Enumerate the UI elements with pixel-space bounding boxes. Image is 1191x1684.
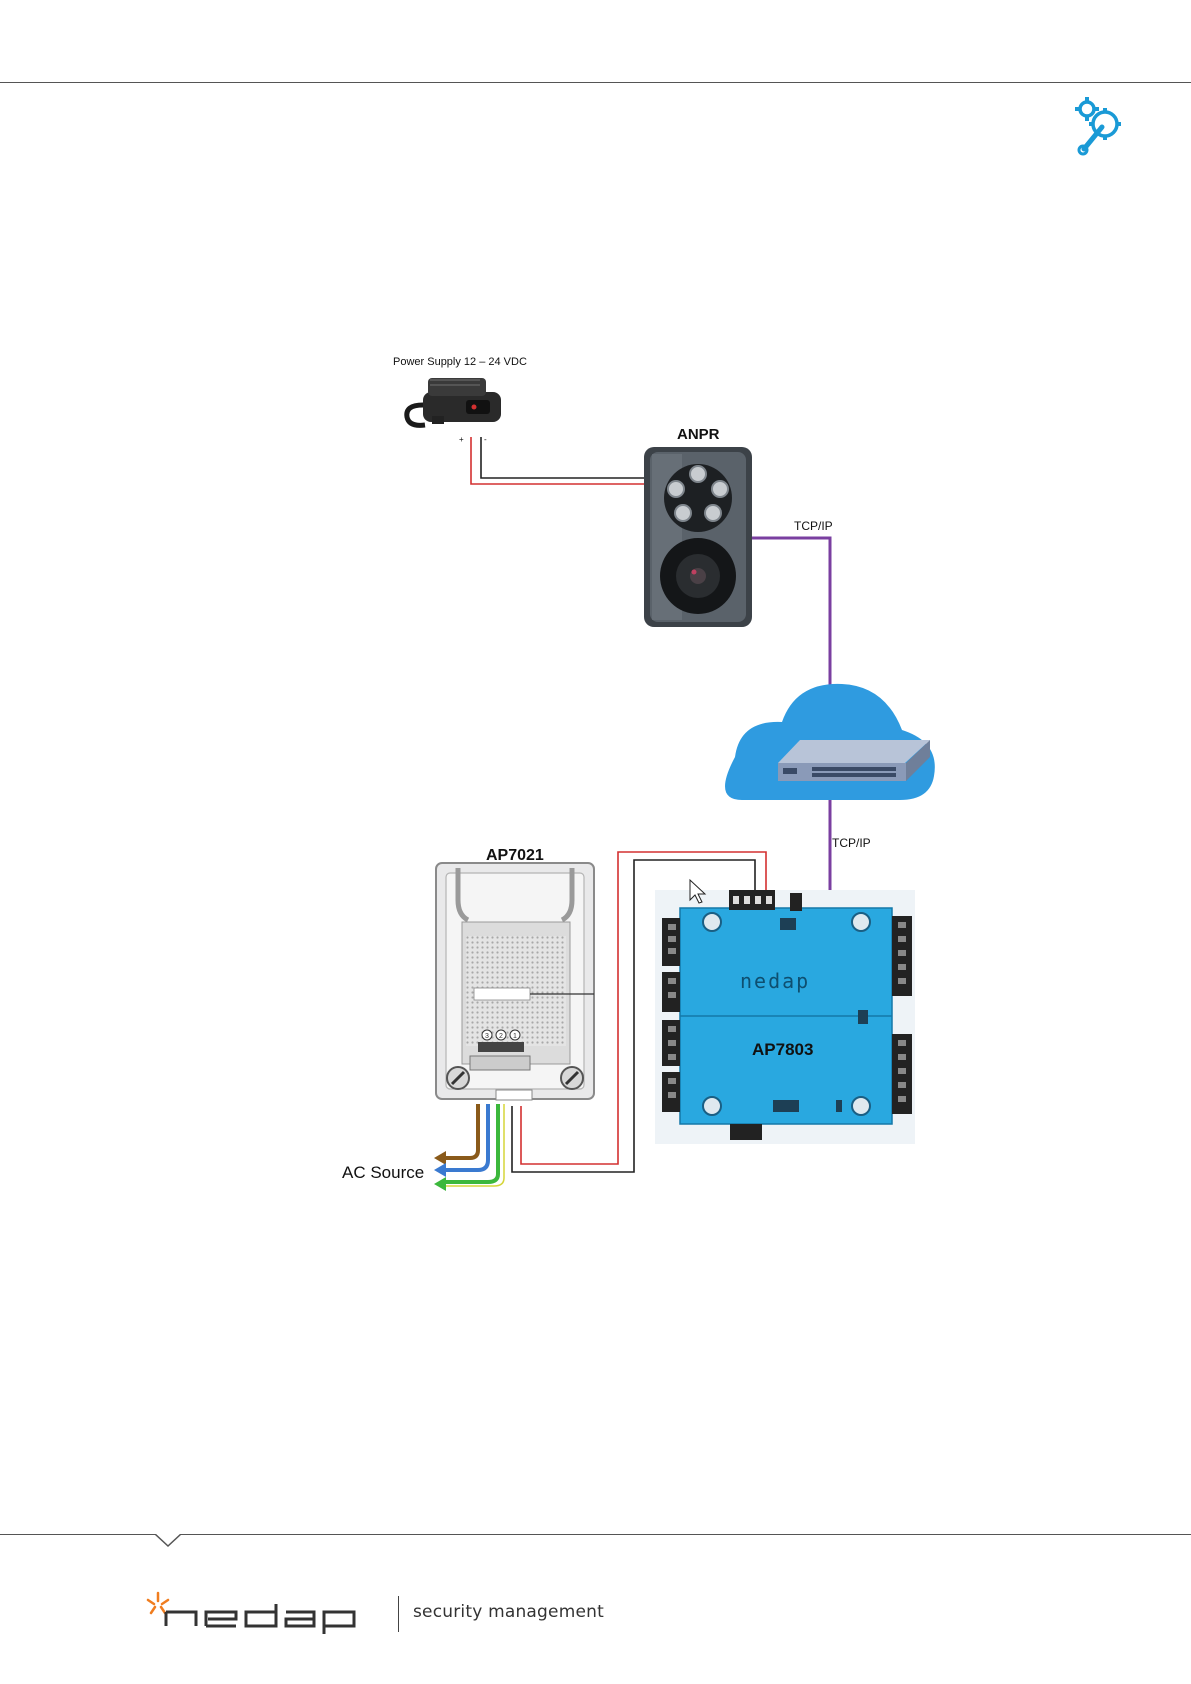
ac-source-label: AC Source (342, 1163, 424, 1182)
svg-text:3: 3 (485, 1033, 489, 1040)
ac-source-cables (434, 1104, 504, 1191)
svg-text:1: 1 (513, 1033, 517, 1040)
power-supply-minus: - (484, 435, 487, 444)
ap7021-enclosure: 3 2 1 (436, 863, 594, 1100)
power-supply-plus: + (459, 435, 464, 444)
power-supply-label: Power Supply 12 – 24 VDC (393, 356, 527, 368)
footer-separator (398, 1596, 399, 1632)
footer-tagline: security management (413, 1602, 604, 1622)
nedap-logo (140, 1590, 400, 1636)
ap7803-label: AP7803 (752, 1040, 813, 1059)
tcpip-top-label: TCP/IP (794, 519, 833, 533)
network-cloud (725, 684, 935, 800)
svg-text:2: 2 (499, 1033, 503, 1040)
ap7803-board (655, 880, 915, 1144)
nedap-star-icon (148, 1593, 168, 1613)
anpr-camera (644, 447, 752, 627)
tcpip-bottom-label: TCP/IP (832, 836, 871, 850)
power-supply (407, 378, 501, 425)
board-brand: nedap (740, 969, 810, 993)
ap7021-label: AP7021 (486, 847, 544, 864)
footer-notch (155, 1534, 185, 1550)
anpr-label: ANPR (677, 426, 720, 443)
power-wires (471, 437, 646, 484)
